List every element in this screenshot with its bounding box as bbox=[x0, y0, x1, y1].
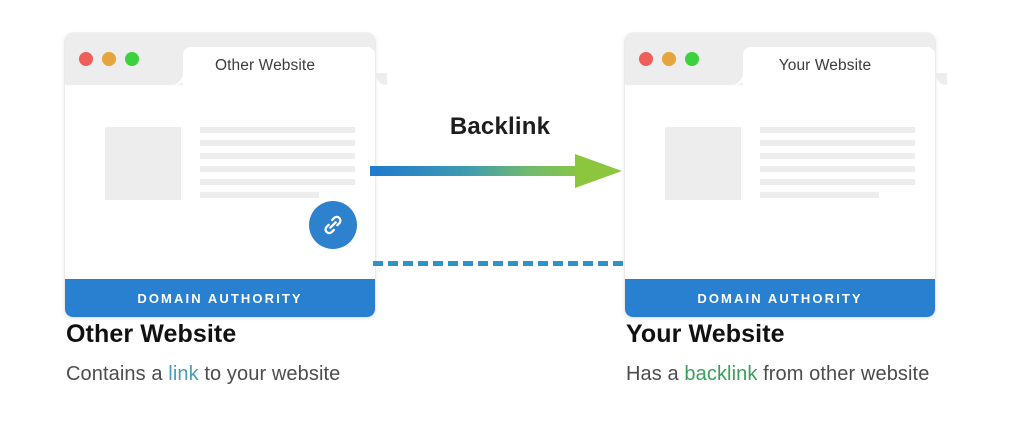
text-line bbox=[760, 179, 915, 185]
page-content-area bbox=[65, 85, 375, 279]
maximize-button-icon[interactable] bbox=[125, 52, 139, 66]
caption-text: Contains a link to your website bbox=[66, 363, 486, 386]
tab-title: Other Website bbox=[214, 57, 316, 74]
browser-titlebar: Other Website bbox=[65, 33, 387, 85]
domain-authority-bar: DOMAIN AUTHORITY bbox=[65, 279, 375, 317]
browser-titlebar: Your Website bbox=[625, 33, 947, 85]
backlink-label: Backlink bbox=[449, 113, 551, 140]
caption-text-before: Contains a bbox=[66, 363, 169, 385]
close-button-icon[interactable] bbox=[639, 52, 653, 66]
text-line bbox=[200, 179, 355, 185]
caption-highlight-backlink: backlink bbox=[684, 363, 758, 385]
text-line bbox=[760, 192, 880, 198]
text-line bbox=[200, 153, 355, 159]
content-thumbnail-placeholder bbox=[105, 127, 181, 200]
minimize-button-icon[interactable] bbox=[662, 52, 676, 66]
tab-corner-right-icon bbox=[935, 73, 947, 85]
domain-authority-connector-line bbox=[373, 261, 623, 266]
text-line bbox=[760, 140, 915, 146]
text-line bbox=[200, 140, 355, 146]
content-thumbnail-placeholder bbox=[665, 127, 741, 200]
caption-text-after: to your website bbox=[198, 363, 341, 385]
close-button-icon[interactable] bbox=[79, 52, 93, 66]
browser-tab-your-website[interactable]: Your Website bbox=[731, 47, 947, 85]
text-line bbox=[760, 166, 915, 172]
caption-heading: Other Website bbox=[66, 320, 237, 348]
caption-text-after: from other website bbox=[757, 363, 930, 385]
minimize-button-icon[interactable] bbox=[102, 52, 116, 66]
domain-authority-label: DOMAIN AUTHORITY bbox=[697, 290, 863, 306]
text-line bbox=[760, 127, 915, 133]
page-content-area bbox=[625, 85, 935, 279]
tab-title: Your Website bbox=[778, 57, 872, 74]
caption-your-website: Your Website Has a backlink from other w… bbox=[626, 320, 1024, 386]
text-line bbox=[200, 127, 355, 133]
chain-link-icon bbox=[324, 215, 342, 235]
text-line bbox=[760, 153, 915, 159]
text-line bbox=[200, 192, 320, 198]
chain-link-badge[interactable] bbox=[309, 201, 357, 249]
content-text-lines bbox=[200, 127, 355, 198]
caption-text: Has a backlink from other website bbox=[626, 363, 1024, 386]
domain-authority-label: DOMAIN AUTHORITY bbox=[137, 290, 303, 306]
caption-text-before: Has a bbox=[626, 363, 685, 385]
tab-corner-left-icon bbox=[171, 73, 183, 85]
caption-other-website: Other Website Contains a link to your we… bbox=[66, 320, 486, 386]
caption-highlight-link: link bbox=[168, 363, 199, 385]
browser-window-your-website: Your Website DOMAIN AUTHORITY bbox=[625, 33, 947, 317]
backlink-arrow-icon bbox=[370, 154, 622, 188]
browser-window-other-website: Other Website DOMAIN AUTH bbox=[65, 33, 387, 317]
traffic-light-group bbox=[639, 52, 699, 66]
tab-corner-left-icon bbox=[731, 73, 743, 85]
browser-tab-other-website[interactable]: Other Website bbox=[171, 47, 387, 85]
caption-heading: Your Website bbox=[626, 320, 785, 348]
text-line bbox=[200, 166, 355, 172]
maximize-button-icon[interactable] bbox=[685, 52, 699, 66]
tab-corner-right-icon bbox=[375, 73, 387, 85]
domain-authority-bar: DOMAIN AUTHORITY bbox=[625, 279, 935, 317]
traffic-light-group bbox=[79, 52, 139, 66]
content-text-lines bbox=[760, 127, 915, 198]
